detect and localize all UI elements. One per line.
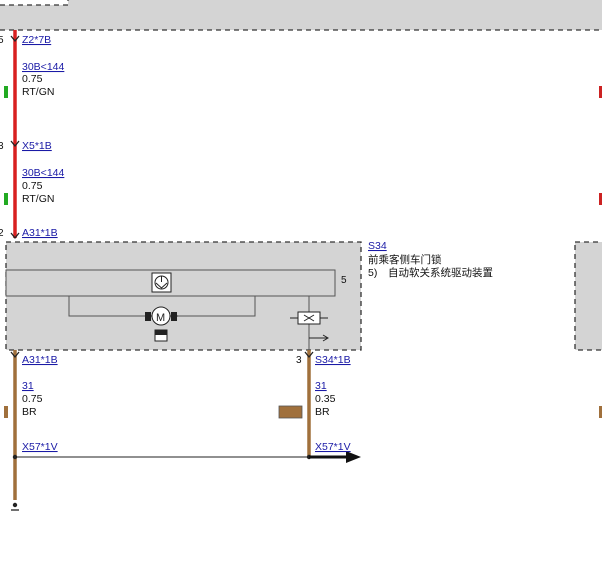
connector-chevron-icon — [10, 140, 20, 148]
wire-color-code: BR — [22, 406, 37, 418]
continuation-arrow-icon[interactable] — [309, 451, 361, 463]
connector-link-x57-right[interactable]: X57*1V — [315, 441, 351, 453]
component-note-number: 5) — [368, 267, 377, 279]
connector-link-a31-bottom[interactable]: A31*1B — [22, 354, 58, 366]
wire-gauge: 0.75 — [22, 393, 43, 405]
motor-icon: M — [145, 306, 178, 342]
wire-signal-link[interactable]: 31 — [22, 380, 34, 392]
wire-color-swatch — [278, 405, 303, 419]
wire-brown-right — [304, 350, 314, 460]
wire-color-code: RT/GN — [22, 86, 54, 98]
wire-color-swatch — [4, 193, 8, 205]
wire-gauge: 0.75 — [22, 180, 43, 192]
component-panel-s34: 5 M — [5, 241, 362, 351]
component-note-text: 自动软关系统驱动装置 — [388, 266, 493, 279]
connector-chevron-icon — [304, 351, 314, 359]
connector-link-x5[interactable]: X5*1B — [22, 140, 52, 152]
component-pin-3: 3 — [296, 355, 302, 366]
connector-link-s34[interactable]: S34*1B — [315, 354, 351, 366]
top-component-panel — [0, 0, 602, 31]
connector-link-x57-left[interactable]: X57*1V — [22, 441, 58, 453]
wire-color-swatch — [4, 86, 8, 98]
connector-link-a31-top[interactable]: A31*1B — [22, 227, 58, 239]
component-name: 前乘客侧车门锁 — [368, 253, 442, 266]
edge-pin-label: 2 — [0, 228, 4, 239]
component-id-link[interactable]: S34 — [368, 240, 387, 252]
wire-color-swatch — [599, 86, 602, 98]
wire-signal-link[interactable]: 31 — [315, 380, 327, 392]
wire-red-upper — [10, 30, 20, 240]
wire-color-code: RT/GN — [22, 193, 54, 205]
svg-text:M: M — [156, 312, 165, 324]
wire-gauge: 0.35 — [315, 393, 336, 405]
wire-color-swatch — [4, 406, 8, 418]
wire-brown-left — [10, 350, 20, 511]
connector-chevron-icon — [10, 351, 20, 359]
wire-signal-link[interactable]: 30B<144 — [22, 167, 64, 179]
connector-chevron-icon — [10, 35, 20, 43]
wire-color-swatch — [599, 193, 602, 205]
wire-gauge: 0.75 — [22, 73, 43, 85]
contact-switch-icon — [290, 311, 329, 342]
edge-pin-label: 5 — [0, 35, 4, 46]
ground-node-icon — [12, 502, 18, 508]
connector-link-z2[interactable]: Z2*7B — [22, 34, 51, 46]
connector-chevron-icon — [10, 232, 20, 240]
lock-switch-icon — [151, 272, 172, 293]
wire-signal-link[interactable]: 30B<144 — [22, 61, 64, 73]
edge-pin-label: 3 — [0, 141, 4, 152]
adjacent-component-panel — [574, 241, 602, 351]
component-pin-5: 5 — [341, 275, 347, 286]
wire-color-swatch — [599, 406, 602, 418]
wire-color-code: BR — [315, 406, 330, 418]
